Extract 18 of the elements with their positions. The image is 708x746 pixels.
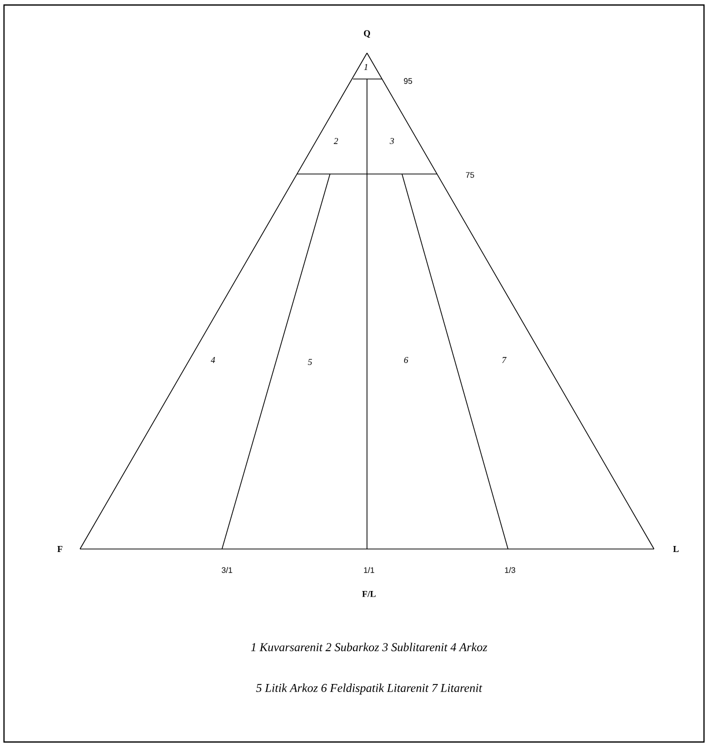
ratio-label: 1/1 [364, 567, 374, 573]
region-number: 1 [364, 64, 368, 70]
ratio-label: 3/1 [222, 567, 232, 573]
vertex-label: F [57, 546, 62, 552]
vertex-label: Q [364, 30, 370, 38]
vertex-label: L [673, 546, 679, 552]
caption-text: 5 Litik Arkoz 6 Feldispatik Litarenit 7 Litarenit [256, 684, 482, 694]
percent-label: 95 [404, 78, 412, 84]
region-number: 6 [404, 356, 408, 364]
axis-label: F/L [362, 591, 376, 598]
caption-text: 1 Kuvarsarenit 2 Subarkoz 3 Sublitarenit 4 Arkoz [251, 642, 488, 652]
region-number: 4 [210, 357, 216, 363]
region-number: 7 [502, 357, 507, 363]
ratio-label: 1/3 [505, 567, 516, 573]
region-number: 2 [334, 138, 338, 144]
percent-label: 75 [466, 172, 474, 178]
region-number: 3 [390, 138, 394, 144]
region-number: 5 [308, 359, 312, 365]
